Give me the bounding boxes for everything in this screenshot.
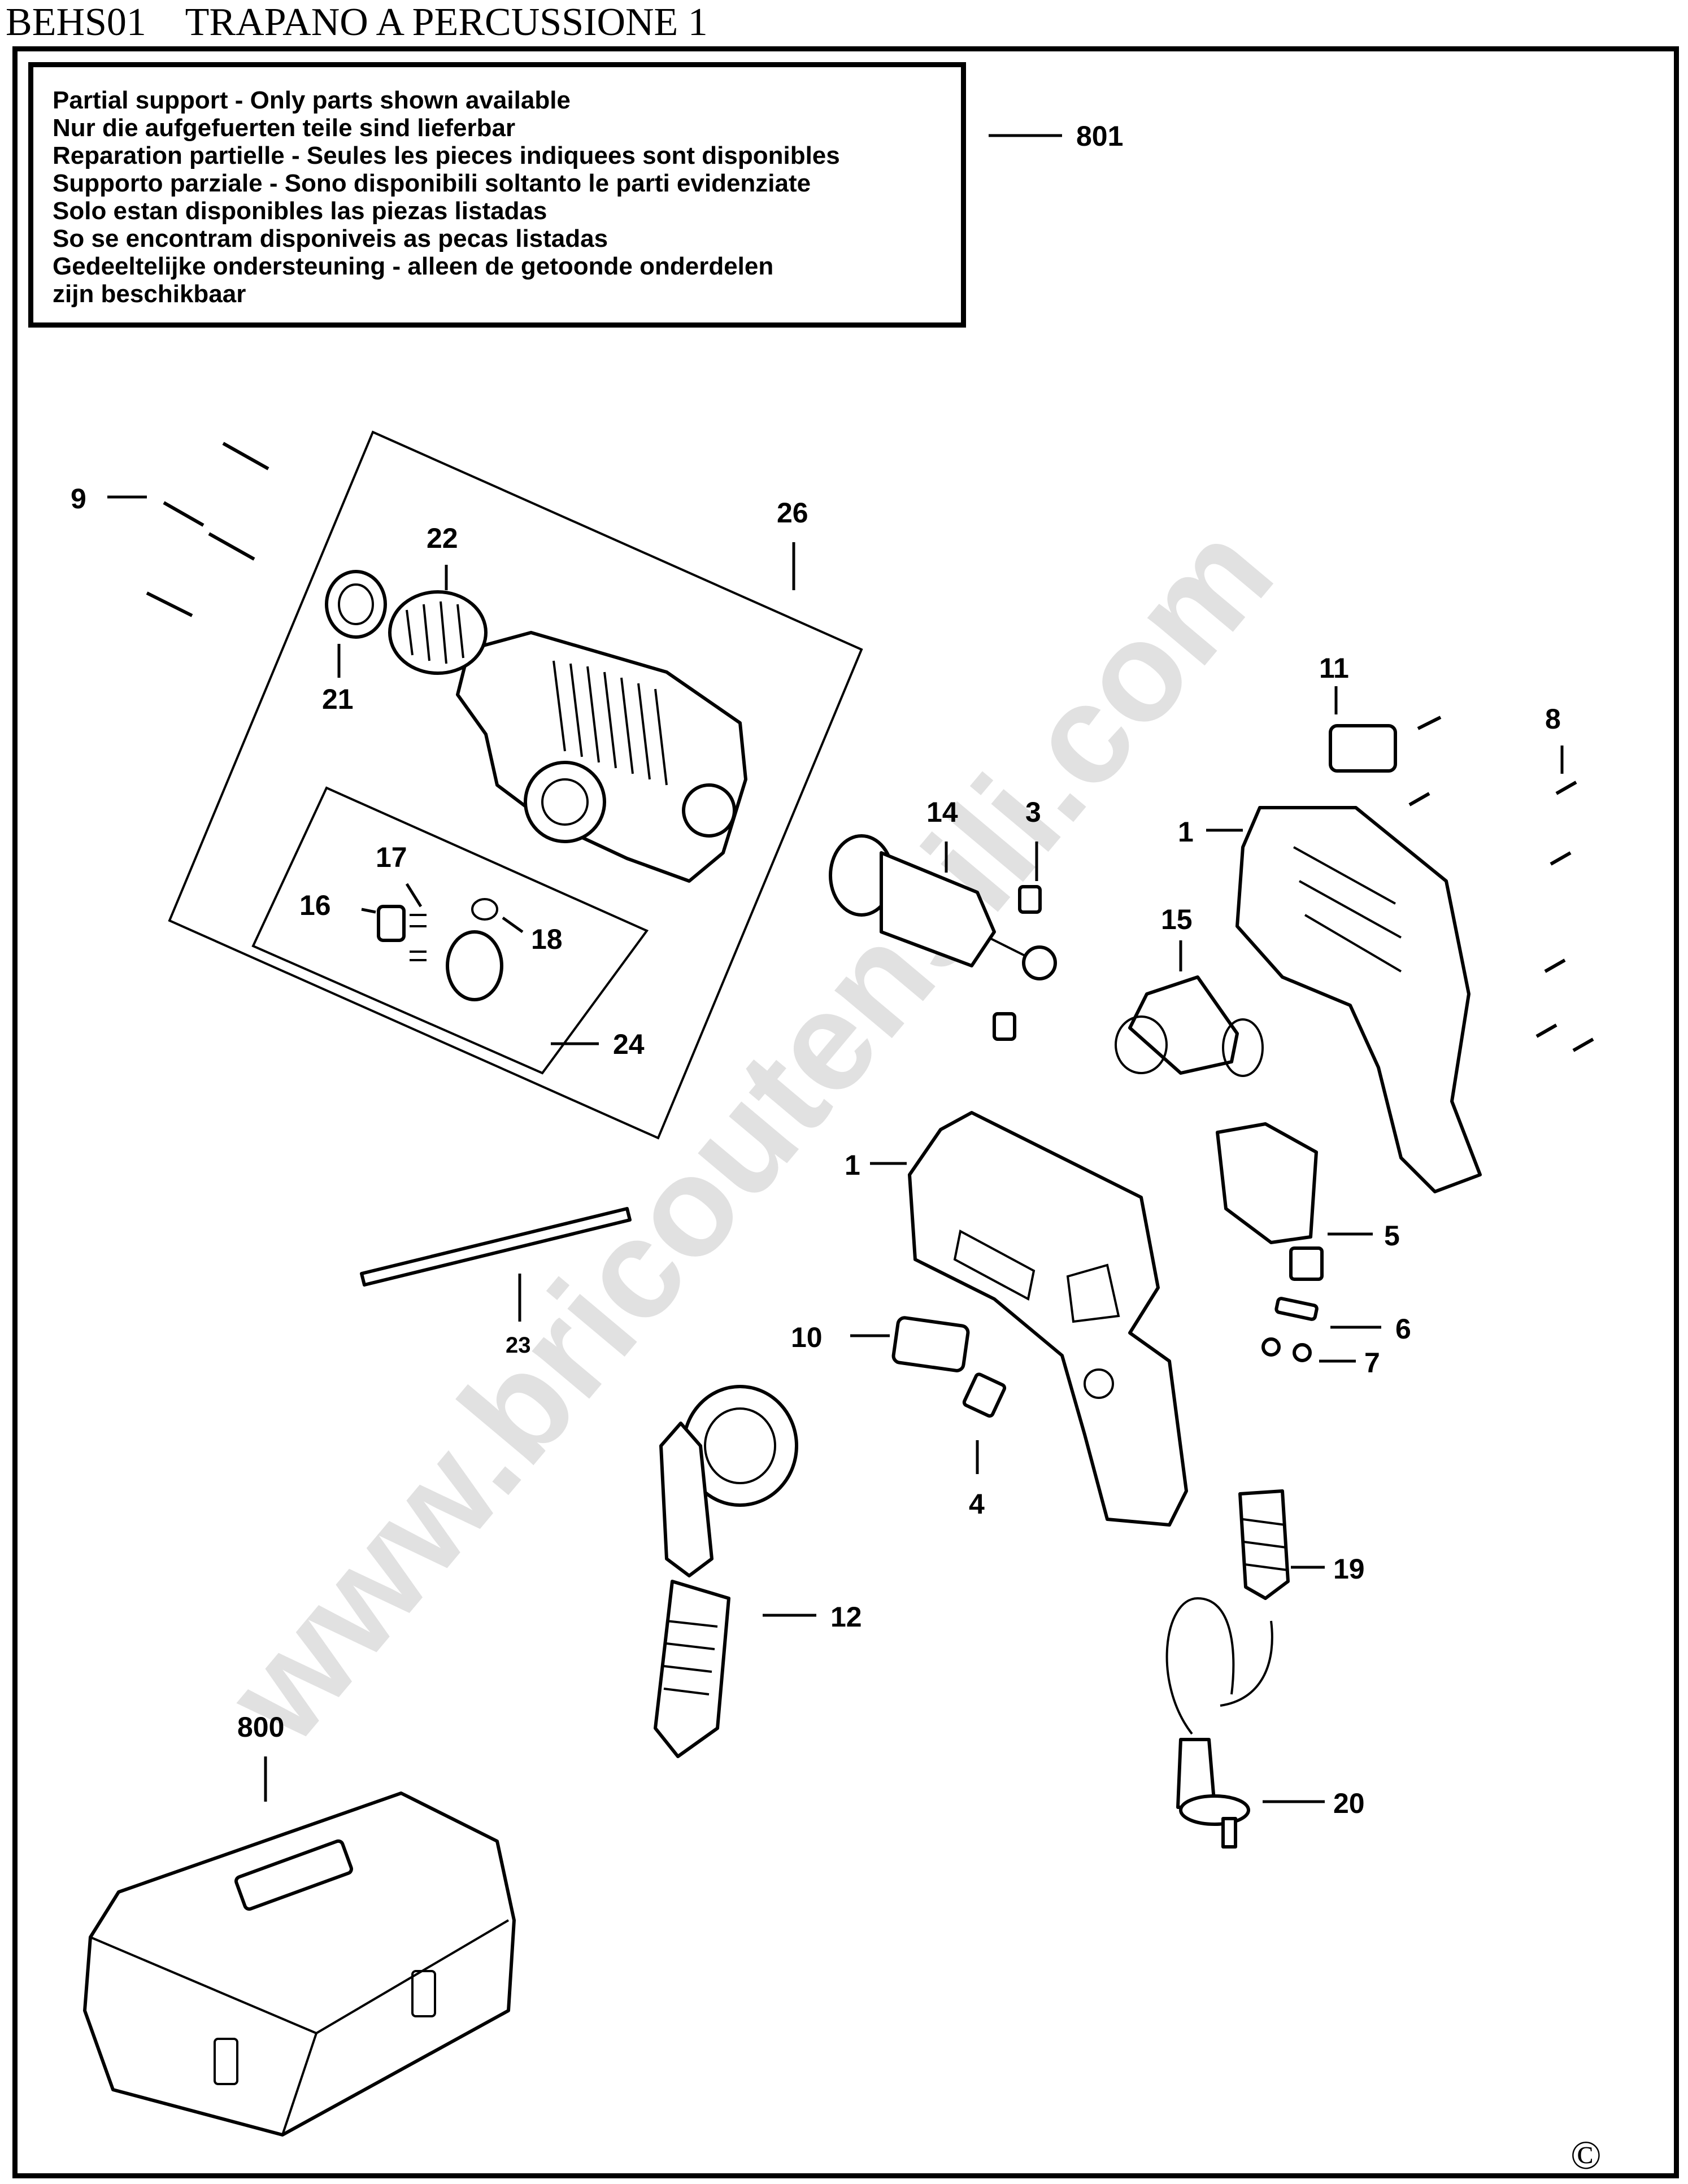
notice-line: zijn beschikbaar <box>53 280 246 308</box>
notice-line: Supporto parziale - Sono disponibili sol… <box>53 169 811 197</box>
copyright-symbol: © <box>1570 2133 1602 2178</box>
gearbox-housing-part <box>456 631 747 883</box>
cord-guard-part <box>1238 1489 1290 1600</box>
callout-20: 20 <box>1333 1788 1365 1819</box>
ring-part <box>325 570 387 639</box>
callout-24: 24 <box>613 1028 645 1060</box>
switch-group-frame <box>251 786 649 1075</box>
diagram-frame <box>12 46 1679 2178</box>
callout-12: 12 <box>830 1601 862 1633</box>
housing-half-right-part <box>1235 806 1482 1193</box>
callout-18: 18 <box>531 923 563 955</box>
partial-support-notice: Partial support - Only parts shown avail… <box>28 62 966 328</box>
callout-14: 14 <box>926 796 958 828</box>
callout-1a: 1 <box>1178 816 1194 848</box>
screw-parts-7 <box>1261 1337 1312 1362</box>
housing-half-left-part <box>908 1111 1188 1527</box>
watermark-text: www.bricoutensili.com <box>195 495 1302 1771</box>
switch-part <box>1216 1122 1324 1281</box>
callout-9: 9 <box>71 483 86 515</box>
callout-22: 22 <box>427 522 458 554</box>
clip-part <box>962 1372 1007 1418</box>
callout-7: 7 <box>1364 1347 1380 1379</box>
screw-parts-9 <box>146 442 269 617</box>
plate-part <box>1274 1297 1319 1321</box>
field-coil-part <box>1115 975 1264 1077</box>
callout-4: 4 <box>969 1488 985 1520</box>
callout-11: 11 <box>1319 652 1349 684</box>
leader-line <box>405 883 423 908</box>
callout-23: 23 <box>506 1333 531 1358</box>
gearbox-group-frame <box>168 430 863 1140</box>
callout-16: 16 <box>299 890 331 921</box>
callout-21: 21 <box>322 683 354 715</box>
notice-line: Solo estan disponibles las piezas listad… <box>53 197 547 225</box>
power-cord-part <box>1165 1597 1273 1849</box>
callout-26: 26 <box>777 497 808 529</box>
notice-line: Gedeeltelijke ondersteuning - alleen de … <box>53 252 774 280</box>
screw-parts-8 <box>1408 716 1594 1052</box>
armature-part <box>829 834 1057 980</box>
notice-line: Nur die aufgefuerten teile sind lieferba… <box>53 114 516 142</box>
brush-part <box>993 1012 1016 1041</box>
label-part-10 <box>891 1316 970 1372</box>
callout-800: 800 <box>237 1711 284 1743</box>
carry-case-part <box>83 1791 516 2137</box>
selector-parts <box>377 898 503 1001</box>
brush-part <box>1018 885 1042 914</box>
side-handle-part <box>654 1385 798 1758</box>
callout-10: 10 <box>791 1322 823 1353</box>
leader-line <box>361 908 376 914</box>
callout-801: 801 <box>1076 120 1123 152</box>
callout-3: 3 <box>1025 796 1041 828</box>
depth-rod-part <box>360 1207 632 1287</box>
callout-6: 6 <box>1395 1313 1411 1345</box>
callout-1b: 1 <box>845 1149 860 1181</box>
callout-15: 15 <box>1161 904 1193 935</box>
leader-line <box>502 916 524 934</box>
callout-8: 8 <box>1545 703 1561 735</box>
label-part-11 <box>1329 724 1397 773</box>
callout-5: 5 <box>1384 1220 1400 1252</box>
collar-part <box>388 590 488 675</box>
notice-line: Reparation partielle - Seules les pieces… <box>53 142 840 169</box>
notice-line: So se encontram disponiveis as pecas lis… <box>53 225 608 252</box>
notice-line: Partial support - Only parts shown avail… <box>53 86 571 114</box>
document-title: BEHS01 TRAPANO A PERCUSSIONE 1 <box>6 1 708 44</box>
callout-17: 17 <box>376 842 407 873</box>
callout-19: 19 <box>1333 1553 1365 1585</box>
